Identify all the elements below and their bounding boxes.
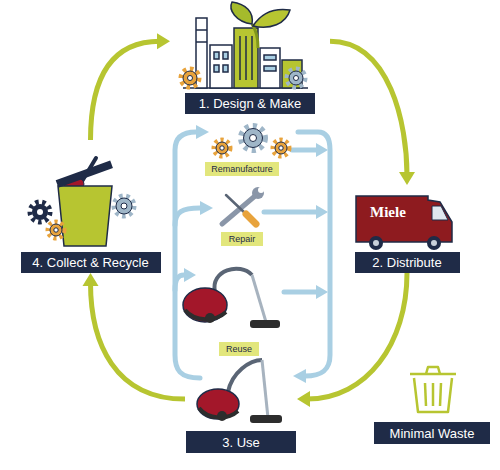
- stage-label: 4. Collect & Recycle: [21, 252, 161, 273]
- arrow-head: [297, 391, 310, 407]
- stage-node: 4. Collect & Recycle: [18, 140, 163, 273]
- trash-can-icon: [410, 367, 456, 412]
- stage-node: 1. Design & Make: [170, 2, 330, 114]
- vacuum-icon: [197, 360, 282, 423]
- loop-label: Remanufacture: [205, 162, 279, 176]
- loop-label-text: Repair: [229, 234, 256, 244]
- gear-icon: [287, 69, 305, 87]
- arrow-head: [184, 268, 196, 282]
- arrow-head: [316, 143, 328, 157]
- loop-line: [175, 132, 200, 378]
- flow-arrow: [307, 273, 407, 399]
- flow-arrow: [91, 41, 161, 140]
- reuse-loop: [175, 132, 330, 378]
- loop-line: [175, 275, 184, 290]
- arrow-head: [316, 285, 328, 299]
- stage-label: 3. Use: [186, 431, 296, 453]
- gear-icon: [214, 140, 230, 156]
- arrow-head: [399, 172, 415, 185]
- stage-label: Minimal Waste: [374, 422, 490, 444]
- flow-arrow: [330, 41, 407, 175]
- arrow-head: [196, 125, 209, 139]
- van-illustration: [356, 196, 452, 250]
- stage-label: 2. Distribute: [355, 252, 460, 273]
- loop-line: [264, 210, 318, 215]
- gear-icon: [273, 140, 289, 156]
- loop-label: Reuse: [219, 342, 259, 356]
- loop-label-text: Reuse: [226, 344, 252, 354]
- loop-label: Repair: [221, 232, 263, 246]
- arrow-head: [316, 205, 328, 219]
- loop-arrowheads: [184, 125, 328, 383]
- stage-label: 1. Design & Make: [185, 93, 315, 114]
- arrow-head: [83, 273, 99, 286]
- gear-icon: [48, 222, 64, 238]
- gear-icon: [30, 202, 50, 222]
- gear-icon: [241, 126, 265, 150]
- brand-label: Miele: [370, 204, 406, 220]
- loop-line: [298, 132, 330, 376]
- arrow-head: [293, 369, 306, 383]
- stage-node: 3. Use: [185, 355, 297, 453]
- factory-illustration: [183, 2, 308, 88]
- stage-node: 2. Distribute: [352, 185, 462, 273]
- arrow-head: [157, 33, 170, 49]
- gear-icon: [181, 69, 199, 87]
- gear-icon: [114, 196, 134, 216]
- loop-line: [175, 208, 200, 225]
- flow-arrow: [91, 283, 186, 399]
- loop-line: [292, 148, 318, 153]
- vacuum-icon: [183, 269, 280, 328]
- arrow-head: [200, 201, 213, 215]
- loop-line: [284, 290, 318, 295]
- tools-icon: [222, 187, 264, 224]
- stage-node: Minimal Waste: [372, 362, 492, 444]
- loop-label-text: Remanufacture: [211, 164, 273, 174]
